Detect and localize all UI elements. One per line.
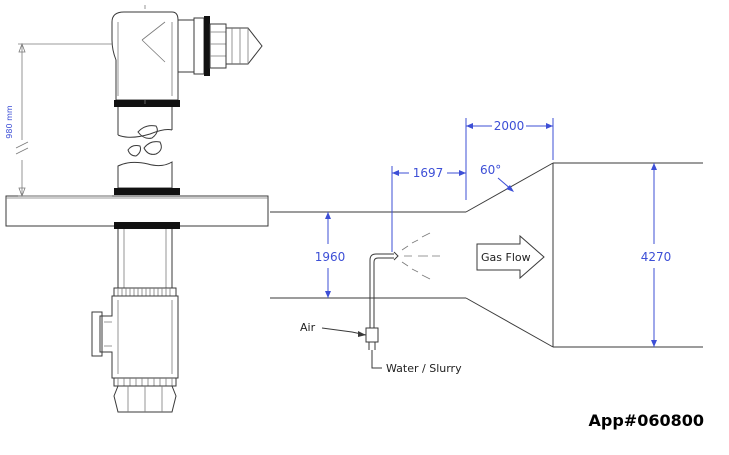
duct (270, 162, 703, 348)
dim-1697-label: 1697 (413, 166, 444, 180)
outlet-nut (193, 17, 205, 75)
band-1 (114, 100, 180, 107)
coupling-thread (113, 287, 177, 297)
large-duct-walls (552, 162, 703, 348)
app-code: App#060800 (589, 411, 705, 430)
break-piece-3 (143, 141, 162, 155)
air-label: Air (300, 321, 316, 334)
dim-angle-label: 60° (480, 163, 501, 177)
elbow-body (111, 11, 179, 101)
dim-980: 980 mm (5, 42, 112, 198)
small-duct-walls (270, 211, 466, 299)
lance-fitting (365, 327, 379, 343)
dim-980-label: 980 mm (5, 105, 14, 139)
dim-angle: 60° (480, 163, 514, 192)
water-leader (371, 350, 382, 369)
dim-4270: 4270 (641, 163, 672, 347)
tee-side-port (91, 311, 103, 357)
spray-lance (321, 232, 440, 369)
outlet-flange (177, 19, 195, 73)
band-2 (114, 188, 180, 195)
gas-flow-arrow: Gas Flow (476, 234, 545, 280)
break-piece-2 (127, 145, 141, 157)
spray-nozzle (393, 251, 399, 261)
dim-1697: 1697 (391, 166, 466, 252)
bottom-nut (113, 385, 177, 413)
tee-fitting (99, 295, 179, 379)
nozzle-tip (225, 27, 263, 65)
dim-1960-label: 1960 (315, 250, 346, 264)
dim-2000-label: 2000 (494, 119, 525, 133)
spray-pattern (401, 232, 440, 280)
outlet-band (204, 16, 210, 76)
elbow-chevron (141, 21, 166, 63)
dim-2000: 2000 (465, 118, 554, 200)
water-slurry-label: Water / Slurry (386, 362, 462, 375)
break-piece-1 (137, 125, 158, 139)
right-arrow-outline-icon (476, 234, 545, 280)
wall-plate (5, 195, 269, 227)
lance-assembly (5, 5, 269, 413)
dim-1960: 1960 (315, 212, 346, 298)
band-3 (114, 222, 180, 229)
dim-4270-label: 4270 (641, 250, 672, 264)
gas-flow-label: Gas Flow (481, 251, 531, 264)
